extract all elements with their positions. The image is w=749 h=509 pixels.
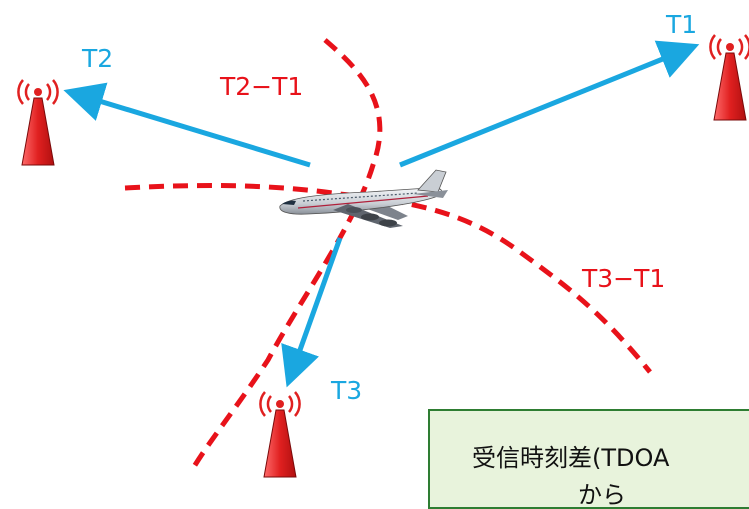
note-line-1: 受信時刻差(TDOA: [472, 444, 670, 472]
arrow-to-t2: [63, 82, 311, 168]
hyperbola-t2-t1: [189, 38, 383, 472]
label-t1: T1: [666, 10, 698, 39]
signal-arrows: [63, 40, 700, 388]
arrow-to-t1: [399, 40, 700, 168]
radio-tower-icon: [259, 391, 301, 478]
label-t2: T2: [82, 44, 114, 73]
label-t3-t1: T3−T1: [582, 264, 666, 293]
hyperbola-curves: [124, 38, 652, 472]
airplane-icon: [279, 169, 448, 228]
tower-t3: [259, 391, 301, 478]
tower-t1: [709, 34, 749, 121]
label-t3: T3: [331, 376, 363, 405]
tdoa-note-box: 受信時刻差(TDOA から: [428, 409, 749, 509]
hyperbola-t3-t1: [124, 183, 652, 374]
radio-tower-icon: [17, 79, 59, 166]
label-t2-t1: T2−T1: [220, 72, 304, 101]
note-line-2: から: [578, 481, 626, 509]
radio-tower-icon: [709, 34, 749, 121]
tdoa-diagram: [17, 34, 749, 478]
tower-t2: [17, 79, 59, 166]
arrow-to-t3: [281, 237, 343, 388]
